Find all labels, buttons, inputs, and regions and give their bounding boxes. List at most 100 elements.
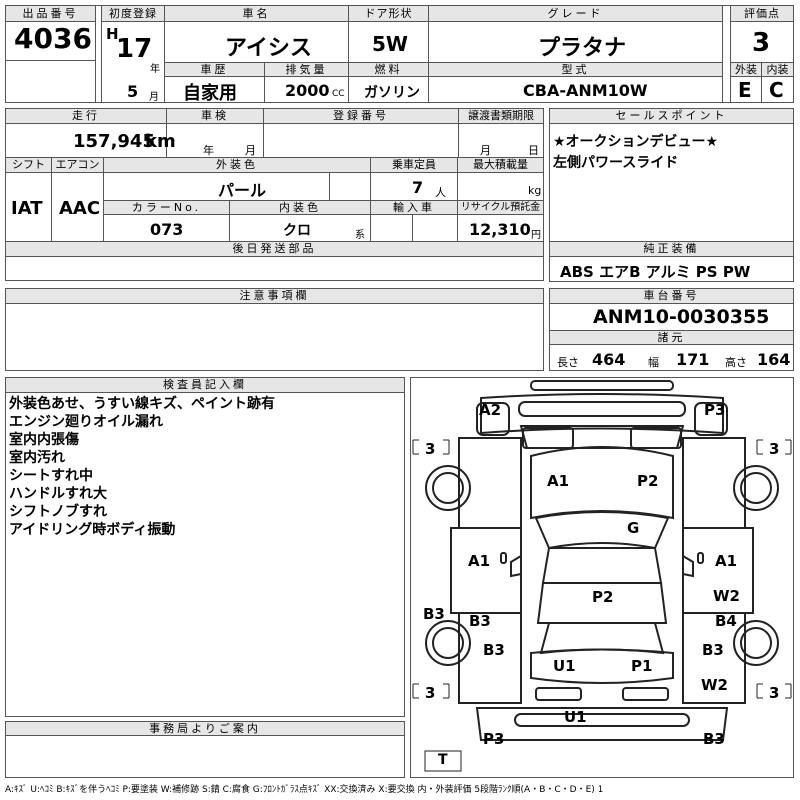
dims-label: 諸元 [550, 331, 793, 345]
note-line: 外装色あせ、うすい線キズ、ペイント跡有 [9, 396, 275, 412]
inspector-label: 検査員記入欄 [6, 378, 404, 393]
color-no: 073 [150, 220, 184, 239]
history: 自家用 [183, 83, 237, 104]
model-label: 型式 [429, 63, 722, 77]
sales-line-1: ★オークションデビュー★ [553, 134, 719, 150]
history-label: 車歴 [165, 63, 264, 77]
damage-mark: P2 [592, 588, 614, 606]
shift-label: シフト [6, 158, 51, 173]
damage-mark: A1 [715, 552, 738, 570]
insp-year-unit: 年 [203, 144, 214, 157]
note-line: エンジン廻りオイル漏れ [9, 414, 163, 430]
displacement-label: 排気量 [265, 63, 348, 77]
sales-line-2: 左側パワースライド [553, 155, 679, 171]
tire-rating-fr: 3 [769, 440, 780, 458]
note-line: シフトノブすれ [9, 504, 107, 520]
int-label: 内装 [762, 63, 793, 77]
ext-label: 外装 [731, 63, 761, 77]
insp-month-unit: 月 [245, 144, 256, 157]
damage-mark: A2 [479, 401, 502, 419]
int-color-label: 内装色 [230, 201, 370, 215]
doors: 5W [372, 32, 408, 56]
later-parts-label: 後日発送部品 [6, 242, 543, 257]
spare-tire: T [438, 752, 448, 768]
height-label: 高さ [725, 356, 747, 369]
transfer-month-unit: 月 [480, 144, 491, 157]
damage-mark: B3 [702, 641, 724, 659]
recycle-label: リサイクル預託金 [458, 201, 543, 215]
load-label: 最大積載量 [458, 158, 543, 173]
note-line: シートすれ中 [9, 468, 93, 484]
model: CBA-ANM10W [523, 81, 648, 100]
car-diagram-svg [412, 380, 792, 772]
damage-mark: W2 [701, 676, 728, 694]
note-line: 室内汚れ [9, 450, 65, 466]
damage-diagram: A2 P3 A1 P2 G A1 A1 W2 B3 B3 B4 P2 B3 B3… [410, 377, 794, 778]
capacity: 7 [412, 178, 424, 197]
note-line: 室内内張傷 [9, 432, 79, 448]
score: 3 [752, 28, 771, 58]
height: 164 [757, 350, 791, 369]
grade-label: グレード [429, 6, 722, 22]
width: 171 [676, 350, 710, 369]
ac: AAC [59, 198, 101, 219]
yen-unit: 円 [531, 230, 541, 241]
score-label: 評価点 [731, 6, 793, 22]
month-unit: 月 [149, 92, 159, 103]
kei-unit: 系 [355, 230, 365, 241]
grade: プラタナ [538, 36, 627, 61]
damage-mark: W2 [713, 587, 740, 605]
fuel: ガソリン [364, 85, 420, 101]
car-name: アイシス [225, 36, 312, 61]
sales-points-label: セールスポイント [550, 109, 793, 124]
damage-mark: P3 [704, 401, 726, 419]
damage-mark: P1 [631, 657, 653, 675]
equipment-list: ABS エアB アルミ PS PW [560, 263, 751, 281]
transfer-day-unit: 日 [528, 144, 539, 157]
chassis-number: ANM10-0030355 [593, 306, 770, 328]
mileage-label: 走行 [6, 109, 166, 124]
width-label: 幅 [648, 356, 659, 369]
inspection-label: 車検 [167, 109, 263, 124]
length: 464 [592, 350, 626, 369]
era: H [106, 25, 119, 43]
damage-mark: B4 [715, 612, 737, 630]
damage-mark: A1 [468, 552, 491, 570]
cc-unit: CC [332, 89, 345, 99]
mileage: 157,945 [73, 131, 155, 152]
damage-mark: U1 [564, 708, 587, 726]
import-label: 輸入車 [371, 201, 457, 215]
reg-label: 登録番号 [264, 109, 458, 124]
damage-mark: G [627, 519, 640, 537]
office-label: 事務局よりご案内 [6, 722, 404, 736]
inspector-notes: 外装色あせ、うすい線キズ、ペイント跡有 エンジン廻りオイル漏れ 室内内張傷 室内… [9, 395, 275, 539]
fuel-label: 燃料 [349, 63, 428, 77]
inspector-box [5, 377, 405, 717]
km-unit: km [145, 131, 176, 152]
int-color: クロ [283, 223, 311, 239]
damage-mark: P2 [637, 472, 659, 490]
displacement: 2000 [285, 81, 330, 100]
chassis-label: 車台番号 [550, 289, 793, 304]
int-grade: C [769, 78, 784, 102]
damage-mark: P3 [483, 730, 505, 748]
damage-mark: B3 [469, 612, 491, 630]
sales-points-box [549, 108, 794, 242]
damage-mark: A1 [547, 472, 570, 490]
damage-mark: B3 [703, 730, 725, 748]
legend: A:ｷｽﾞ U:ﾍｺﾐ B:ｷｽﾞを伴うﾍｺﾐ P:要塗装 W:補修跡 S:錆 … [5, 785, 604, 795]
capacity-label: 乗車定員 [371, 158, 457, 173]
ac-label: エアコン [52, 158, 103, 173]
person-unit: 人 [435, 186, 446, 199]
first-reg-label: 初度登録 [102, 6, 164, 22]
ext-color: パール [218, 181, 267, 200]
color-label: 外装色 [104, 158, 370, 173]
tire-rating-fl: 3 [425, 440, 436, 458]
damage-mark: U1 [553, 657, 576, 675]
note-line: アイドリング時ボディ振動 [9, 522, 176, 538]
damage-mark: B3 [483, 641, 505, 659]
ext-grade: E [738, 78, 752, 102]
shift: IAT [11, 198, 43, 219]
note-line: ハンドルすれ大 [9, 486, 107, 502]
kg-unit: kg [528, 184, 542, 197]
